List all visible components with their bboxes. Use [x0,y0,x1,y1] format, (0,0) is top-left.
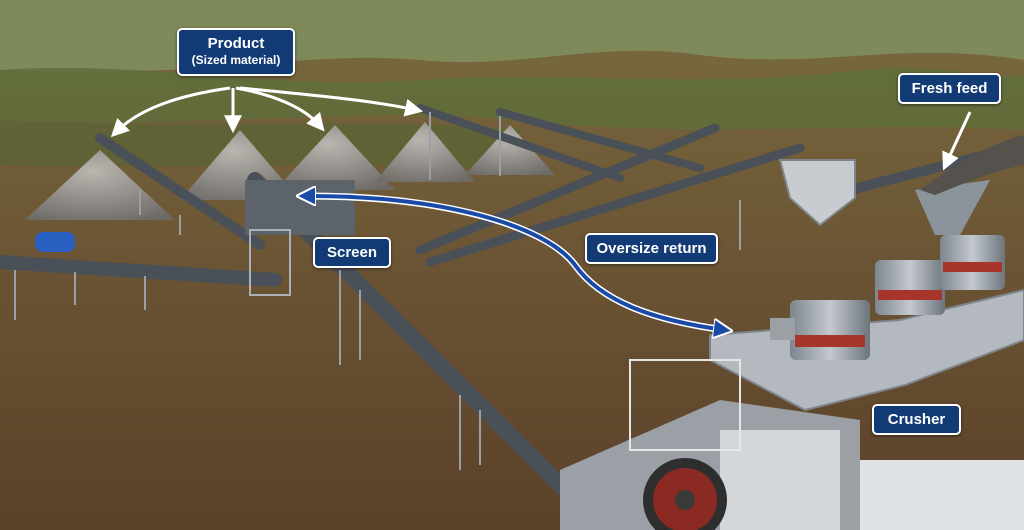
fresh-feed-pointer-arrow [942,111,972,171]
oversize-return-arrow [304,196,725,330]
stockpile-3 [275,125,395,190]
vibrating-screen [245,180,355,235]
conveyor-stacker-1 [95,133,265,250]
cone-crusher-2 [875,260,945,315]
conveyor-stacker-4 [416,104,624,182]
crusher-label: Crusher [872,404,961,435]
fresh-feed-label: Fresh feed [898,73,1001,104]
oversize-return-label: Oversize return [585,233,718,264]
jaw-platform-rail [629,359,741,451]
feed-material [920,135,1024,195]
conveyor-discharge [0,255,282,287]
cone-crusher-3 [940,235,1005,290]
feed-hopper [778,159,856,227]
cone-crusher-1 [770,300,870,360]
green-ridge [0,67,1024,130]
product-label-subtitle: (Sized material) [191,53,281,67]
pump [35,232,75,252]
stockpile-5 [465,125,555,175]
stockpile-1 [25,150,175,220]
product-label-title: Product [207,35,265,52]
product-label: Product (Sized material) [177,28,295,76]
screen-label: Screen [313,237,391,268]
jaw-crusher-housing [860,460,1024,530]
jaw-crusher-body [720,430,840,530]
conveyor-stacker-5 [496,108,704,172]
product-pointer-arrows [110,86,424,138]
stockpile-4 [375,122,475,182]
